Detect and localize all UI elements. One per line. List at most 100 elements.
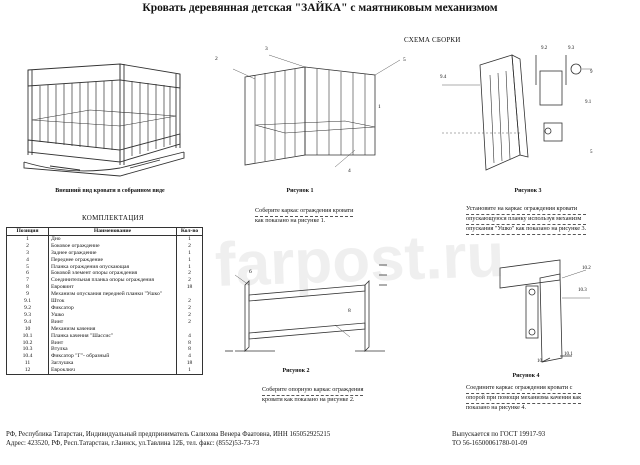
row-position: 1	[6, 235, 49, 243]
row-quantity: 8	[176, 346, 203, 354]
footer-address: РФ, Республика Татарстан, Индивидуальный…	[6, 430, 330, 448]
row-quantity: 2	[176, 242, 203, 250]
row-quantity: 4	[176, 353, 203, 361]
row-quantity: 8	[176, 339, 203, 347]
footer-entrepreneur: РФ, Республика Татарстан, Индивидуальный…	[6, 431, 331, 438]
row-quantity: 1	[176, 256, 203, 264]
page-title: Кровать деревянная детская "ЗАЙКА" с мая…	[142, 2, 498, 14]
row-quantity: 2	[176, 311, 203, 319]
komplektaciya-title: КОМПЛЕКТАЦИЯ	[82, 214, 144, 222]
row-position: 10	[6, 325, 49, 333]
row-quantity	[176, 291, 203, 299]
row-quantity: 2	[176, 270, 203, 278]
header-position: Позиция	[6, 227, 49, 236]
header-quantity: Кол-во	[176, 227, 203, 236]
row-position: 6	[6, 270, 49, 278]
row-quantity: 2	[176, 298, 203, 305]
caption-figure-4: Рисунок 4	[512, 373, 540, 379]
row-name: Соединительная планка опоры ограждения	[48, 277, 177, 285]
row-name: Планка качения "Шассис"	[48, 332, 177, 340]
row-position: 9.1	[6, 298, 49, 305]
footer-contacts: Адрес: 423520, РФ, Респ.Татарстан, г.Заи…	[6, 440, 260, 447]
fig4-label-10: 10	[537, 359, 542, 364]
row-position: 12	[6, 367, 49, 376]
caption-external-view: Внешний вид кровати в собранном виде	[55, 188, 165, 194]
row-name: Заглушка	[48, 360, 177, 368]
description-figure-4: Соедините каркас ограждения кровати с оп…	[466, 384, 582, 411]
fig3-label-9-4: 9.4	[440, 75, 447, 80]
row-position: 10.4	[6, 353, 49, 361]
figure-2-drawing	[225, 264, 387, 352]
row-name: Шток	[48, 298, 177, 305]
row-name: Механизм опускания передней планки "Ушко…	[48, 291, 177, 299]
caption-figure-3: Рисунок 3	[514, 188, 542, 194]
fig2-label-8: 8	[348, 308, 351, 314]
scheme-title: СХЕМА СБОРКИ	[404, 36, 461, 44]
row-quantity: 2	[176, 304, 203, 312]
figure-4-drawing	[499, 259, 590, 363]
row-position: 10.1	[6, 332, 49, 340]
row-name: Механизм качения	[48, 325, 177, 333]
figure-1-drawing	[232, 54, 401, 168]
row-quantity: 18	[176, 284, 203, 292]
row-name: Ушко	[48, 311, 177, 319]
row-name: Евроключ	[48, 367, 177, 376]
row-position: 3	[6, 249, 49, 257]
row-position: 10.3	[6, 346, 49, 354]
fig1-label-5: 5	[403, 57, 406, 63]
row-quantity: 18	[176, 360, 203, 368]
row-position: 9.3	[6, 311, 49, 319]
row-name: Заднее ограждение	[48, 249, 177, 257]
row-position: 4	[6, 256, 49, 264]
caption-figure-1: Рисунок 1	[286, 188, 314, 194]
footer-gost: Выпускается по ГОСТ 19917-93	[452, 431, 546, 438]
fig4-label-10-3: 10.3	[578, 288, 587, 293]
table-header-row: Позиция Наименование Кол-во	[6, 227, 203, 236]
caption-figure-2: Рисунок 2	[282, 368, 310, 374]
row-position: 10.2	[6, 339, 49, 347]
fig4-label-10-1: 10.1	[564, 352, 573, 357]
row-name: Фиксатор "Г"- образный	[48, 353, 177, 361]
row-quantity: 1	[176, 263, 203, 271]
fig1-label-4: 4	[348, 168, 351, 174]
row-position: 9.2	[6, 304, 49, 312]
row-quantity	[176, 325, 203, 333]
fig1-label-3: 3	[265, 46, 268, 52]
row-quantity: 4	[176, 332, 203, 340]
row-position: 2	[6, 242, 49, 250]
fig1-label-2: 2	[215, 56, 218, 62]
row-position: 9.4	[6, 318, 49, 326]
row-name: Боковой элемент опоры ограждения	[48, 270, 177, 278]
row-name: Фиксатор	[48, 304, 177, 312]
row-name: Боковое ограждение	[48, 242, 177, 250]
row-position: 9	[6, 291, 49, 299]
fig3-label-9-2: 9.2	[541, 46, 548, 51]
row-quantity: 1	[176, 367, 203, 376]
description-figure-2: Соберите опорную каркас ограждения крова…	[262, 386, 364, 403]
row-quantity: 2	[176, 318, 203, 326]
figure-3-drawing	[442, 54, 592, 171]
row-quantity: 1	[176, 235, 203, 243]
fig3-label-9-3: 9.3	[568, 46, 575, 51]
row-quantity: 1	[176, 249, 203, 257]
footer-to: ТО 56-16500061780-01-09	[452, 440, 528, 447]
row-position: 5	[6, 263, 49, 271]
